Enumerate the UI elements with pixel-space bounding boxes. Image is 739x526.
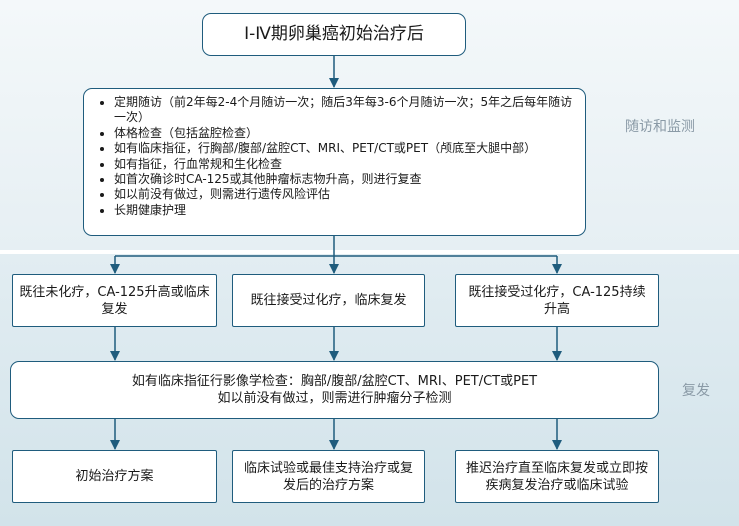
follow-up-item: 定期随访（前2年每2-4个月随访一次；随后3年每3-6个月随访一次；5年之后每年… bbox=[114, 95, 575, 126]
follow-up-item: 如首次确诊时CA-125或其他肿瘤标志物升高，则进行复查 bbox=[114, 172, 575, 187]
outcome-text: 临床试验或最佳支持治疗或复发后的治疗方案 bbox=[243, 460, 413, 493]
scenario-text: 既往接受过化疗，临床复发 bbox=[250, 293, 407, 308]
outcome-text: 初始治疗方案 bbox=[75, 469, 154, 484]
scenario-box-1: 既往未化疗，CA-125升高或临床复发 bbox=[12, 274, 217, 327]
follow-up-list: 定期随访（前2年每2-4个月随访一次；随后3年每3-6个月随访一次；5年之后每年… bbox=[88, 95, 575, 218]
follow-up-item: 如以前没有做过，则需进行遗传风险评估 bbox=[114, 187, 575, 202]
scenario-box-3: 既往接受过化疗，CA-125持续升高 bbox=[455, 274, 659, 327]
imaging-line-2: 如以前没有做过，则需进行肿瘤分子检测 bbox=[217, 391, 452, 406]
outcome-box-1: 初始治疗方案 bbox=[12, 450, 217, 503]
scenario-text: 既往接受过化疗，CA-125持续升高 bbox=[468, 284, 646, 317]
scenario-text: 既往未化疗，CA-125升高或临床复发 bbox=[19, 284, 210, 317]
imaging-box: 如有临床指征行影像学检查：胸部/腹部/盆腔CT、MRI、PET/CT或PET 如… bbox=[10, 361, 659, 419]
outcome-box-3: 推迟治疗直至临床复发或立即按疾病复发治疗或临床试验 bbox=[455, 450, 659, 503]
follow-up-item: 体格检查（包括盆腔检查） bbox=[114, 126, 575, 141]
follow-up-item: 如有临床指征，行胸部/腹部/盆腔CT、MRI、PET/CT或PET（颅底至大腿中… bbox=[114, 141, 575, 156]
follow-up-box: 定期随访（前2年每2-4个月随访一次；随后3年每3-6个月随访一次；5年之后每年… bbox=[83, 88, 586, 236]
scenario-box-2: 既往接受过化疗，临床复发 bbox=[232, 274, 425, 327]
section-label-recurrence: 复发 bbox=[682, 383, 710, 399]
imaging-line-1: 如有临床指征行影像学检查：胸部/腹部/盆腔CT、MRI、PET/CT或PET bbox=[131, 374, 538, 389]
outcome-text: 推迟治疗直至临床复发或立即按疾病复发治疗或临床试验 bbox=[466, 460, 649, 493]
follow-up-item: 如有指征，行血常规和生化检查 bbox=[114, 157, 575, 172]
follow-up-item: 长期健康护理 bbox=[114, 203, 575, 218]
title-box: Ⅰ-Ⅳ期卵巢癌初始治疗后 bbox=[202, 13, 466, 56]
outcome-box-2: 临床试验或最佳支持治疗或复发后的治疗方案 bbox=[232, 450, 425, 503]
title-text: Ⅰ-Ⅳ期卵巢癌初始治疗后 bbox=[244, 24, 424, 44]
section-label-monitoring: 随访和监测 bbox=[625, 119, 695, 135]
